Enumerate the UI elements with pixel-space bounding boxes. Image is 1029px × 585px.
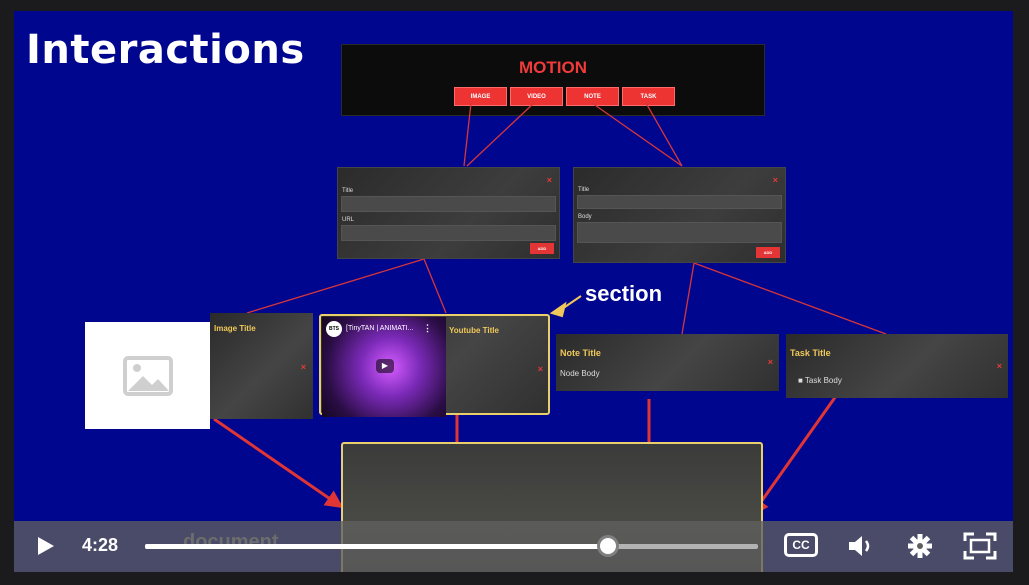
channel-avatar: BTS xyxy=(326,321,342,337)
connector-line xyxy=(681,262,695,335)
url-input[interactable] xyxy=(341,225,556,241)
task-card: Task Title ■ Task Body × xyxy=(786,334,1008,398)
diagram-connectors xyxy=(213,102,887,517)
close-icon[interactable]: × xyxy=(300,362,306,372)
video-title: [TinyTAN | ANIMATI... xyxy=(346,325,414,332)
body-input[interactable] xyxy=(577,222,782,243)
image-icon xyxy=(123,356,173,396)
image-placeholder xyxy=(85,322,210,429)
url-label: URL xyxy=(342,217,355,223)
video-frame[interactable]: Interactions MOTION IMAGE VIDEO NOTE TAS… xyxy=(14,11,1013,572)
title-input[interactable] xyxy=(341,196,556,212)
connector-line xyxy=(246,258,425,314)
motion-header: MOTION IMAGE VIDEO NOTE TASK xyxy=(341,44,765,116)
slide-title: Interactions xyxy=(26,27,305,73)
connector-line xyxy=(645,102,683,167)
arrow xyxy=(750,395,838,517)
note-card: Note Title Node Body × xyxy=(556,334,779,391)
document-label: document xyxy=(183,531,279,553)
card-body: ■ Task Body xyxy=(798,376,842,385)
task-button: TASK xyxy=(622,87,675,106)
progress-bar[interactable] xyxy=(145,535,758,557)
section-pointer-head xyxy=(549,301,567,318)
section-label: section xyxy=(585,281,663,306)
fullscreen-icon[interactable] xyxy=(962,531,998,561)
player-controls: document 4:28 CC xyxy=(14,521,1013,572)
elapsed-time: 4:28 xyxy=(82,535,119,555)
connector-line xyxy=(693,262,887,335)
close-icon[interactable]: × xyxy=(996,361,1002,371)
arrow xyxy=(213,417,344,509)
close-icon[interactable]: × xyxy=(767,357,773,367)
title-input[interactable] xyxy=(577,195,782,209)
video-button: VIDEO xyxy=(510,87,563,106)
add-button[interactable]: ADD xyxy=(756,247,780,258)
image-video-form: × Title URL ADD xyxy=(337,167,560,259)
image-card: Image Title × xyxy=(210,313,313,419)
card-title: Task Title xyxy=(790,348,831,358)
youtube-thumbnail[interactable]: BTS [TinyTAN | ANIMATI... ⋮ ▶ xyxy=(322,317,446,417)
note-task-form: × Title Body ADD xyxy=(573,167,786,263)
motion-title: MOTION xyxy=(519,58,587,77)
body-label: Body xyxy=(578,214,592,220)
close-icon[interactable]: × xyxy=(537,364,543,374)
connector-line xyxy=(463,102,472,167)
add-button[interactable]: ADD xyxy=(530,243,554,254)
close-icon[interactable]: × xyxy=(772,175,778,185)
closed-captions-icon[interactable]: CC xyxy=(784,533,818,557)
more-icon: ⋮ xyxy=(423,323,432,333)
play-icon[interactable] xyxy=(32,533,58,559)
settings-icon[interactable] xyxy=(902,531,938,561)
connector-line xyxy=(466,102,535,167)
card-title: Image Title xyxy=(214,324,256,333)
volume-icon[interactable] xyxy=(842,531,878,561)
note-button: NOTE xyxy=(566,87,619,106)
close-icon[interactable]: × xyxy=(546,175,552,185)
card-title: Youtube Title xyxy=(449,326,499,335)
play-icon: ▶ xyxy=(376,359,394,373)
motion-buttons: IMAGE VIDEO NOTE TASK xyxy=(454,87,675,106)
progress-handle[interactable] xyxy=(596,535,619,557)
progress-fill xyxy=(145,544,608,549)
connector-line xyxy=(423,258,447,314)
card-body: Node Body xyxy=(560,369,600,378)
title-label: Title xyxy=(578,187,590,193)
image-button: IMAGE xyxy=(454,87,507,106)
connector-line xyxy=(591,102,683,167)
card-title: Note Title xyxy=(560,348,601,358)
title-label: Title xyxy=(342,188,354,194)
